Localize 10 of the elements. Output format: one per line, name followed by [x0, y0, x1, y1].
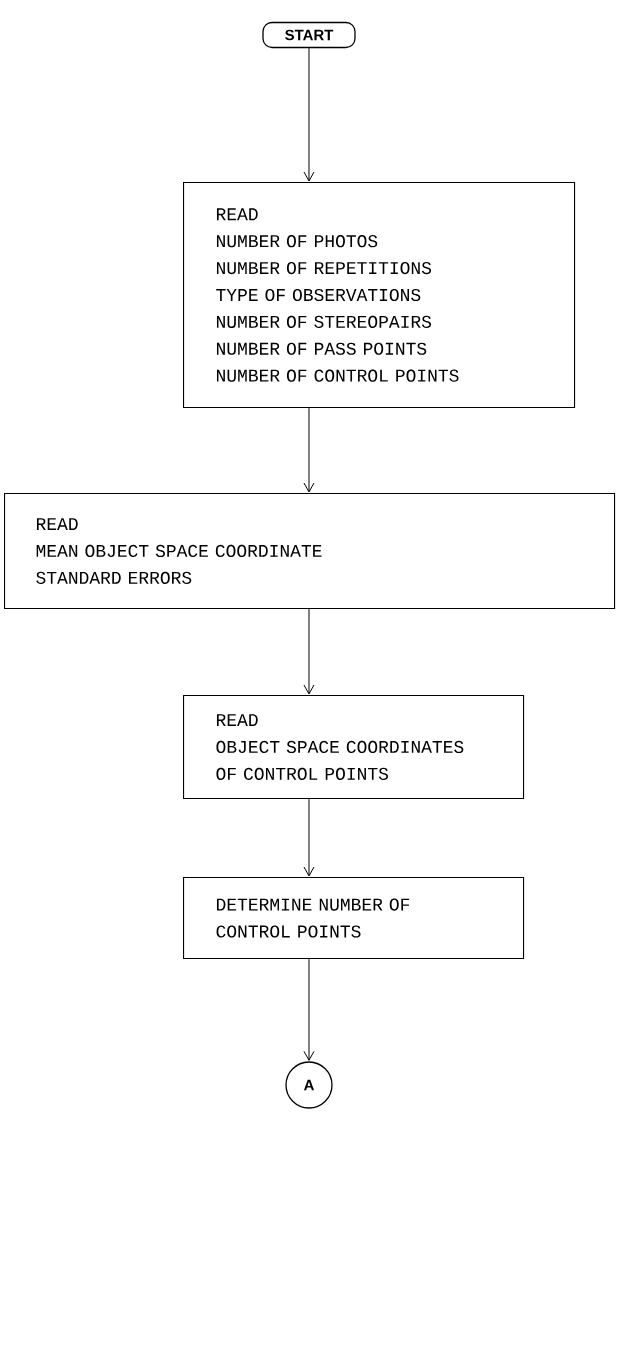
process-box: READ OBJECT SPACE COORDINATES OF CONTROL POINTS	[183, 695, 525, 800]
arrow	[303, 608, 315, 695]
process-box: READ MEAN OBJECT SPACE COORDINATE STANDARD ERRORS	[4, 493, 616, 610]
arrow	[303, 958, 315, 1061]
process-box: READ NUMBER OF PHOTOS NUMBER OF REPETITIONS TYPE OF OBSERVATIONS NUMBER OF STEREOPAIRS NUMBER OF PASS POINTS NUMBER OF CONTROL POINTS	[183, 182, 576, 409]
start-terminal: START	[262, 21, 356, 49]
arrow	[303, 798, 315, 877]
arrow	[303, 47, 315, 182]
arrow	[303, 407, 315, 493]
process-box: DETERMINE NUMBER OF CONTROL POINTS	[183, 877, 525, 960]
